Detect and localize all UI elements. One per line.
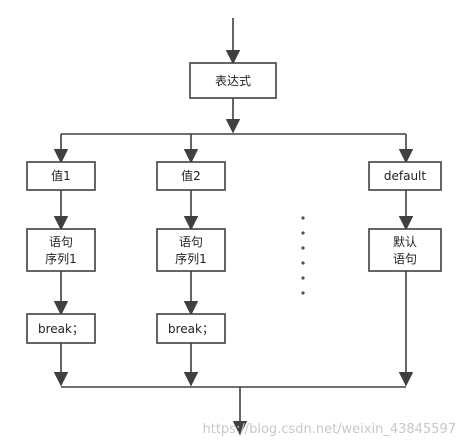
default-value-node: default bbox=[368, 161, 442, 191]
case2-break-label: break； bbox=[168, 322, 214, 336]
expression-node: 表达式 bbox=[189, 62, 277, 99]
case2-value-label: 值2 bbox=[181, 168, 201, 183]
case1-statements-line2: 序列1 bbox=[45, 251, 77, 266]
default-statements-line1: 默认 bbox=[393, 234, 417, 249]
case1-value-label: 值1 bbox=[51, 168, 71, 183]
watermark-text: https://blog.csdn.net/weixin_43845597 bbox=[202, 422, 456, 437]
case2-statements-node: 语句 序列1 bbox=[156, 228, 226, 272]
default-statements-line2: 语句 bbox=[393, 252, 417, 266]
case2-statements-line1: 语句 bbox=[179, 235, 203, 249]
more-cases-ellipsis bbox=[301, 216, 305, 295]
case1-break-label: break； bbox=[38, 322, 84, 336]
case1-break-node: break； bbox=[26, 313, 96, 344]
default-statements-node: 默认 语句 bbox=[368, 228, 442, 272]
case2-value-node: 值2 bbox=[156, 161, 226, 191]
case1-statements-line1: 语句 bbox=[49, 235, 73, 249]
case2-break-node: break； bbox=[156, 313, 226, 344]
connectors bbox=[53, 18, 414, 436]
case1-value-node: 值1 bbox=[26, 161, 96, 191]
case1-statements-node: 语句 序列1 bbox=[26, 228, 96, 272]
expression-label: 表达式 bbox=[215, 74, 251, 88]
default-value-label: default bbox=[384, 169, 427, 183]
case2-statements-line2: 序列1 bbox=[175, 251, 207, 266]
